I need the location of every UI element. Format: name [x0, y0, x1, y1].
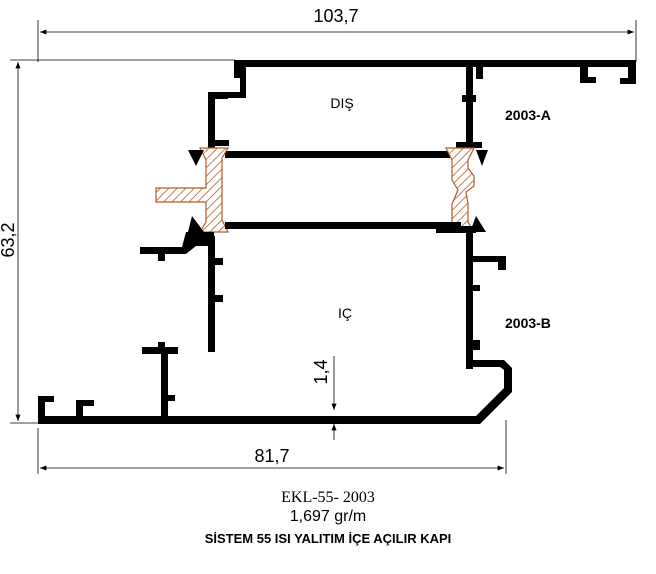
profile-weight: 1,697 gr/m [289, 508, 367, 525]
total-width-label: 103,7 [313, 6, 358, 26]
dimension-total-height [10, 59, 235, 424]
part-b-label: 2003-B [505, 315, 551, 331]
profile-code: EKL-55- 2003 [281, 489, 375, 506]
dimension-total-width [37, 20, 637, 62]
part-a-label: 2003-A [505, 107, 551, 123]
outer-chamber-label: DIŞ [330, 95, 353, 111]
upper-profile [208, 60, 636, 158]
thermal-break [155, 147, 488, 233]
lower-profile [38, 222, 512, 424]
bottom-width-label: 81,7 [254, 446, 289, 466]
total-height-label: 63,2 [0, 222, 18, 257]
wall-thickness-label: 1,4 [311, 359, 331, 384]
inner-chamber-label: IÇ [338, 305, 352, 321]
dimension-bottom-width [37, 420, 507, 474]
profile-title: SİSTEM 55 ISI YALITIM İÇE AÇILIR KAPI [204, 531, 452, 546]
